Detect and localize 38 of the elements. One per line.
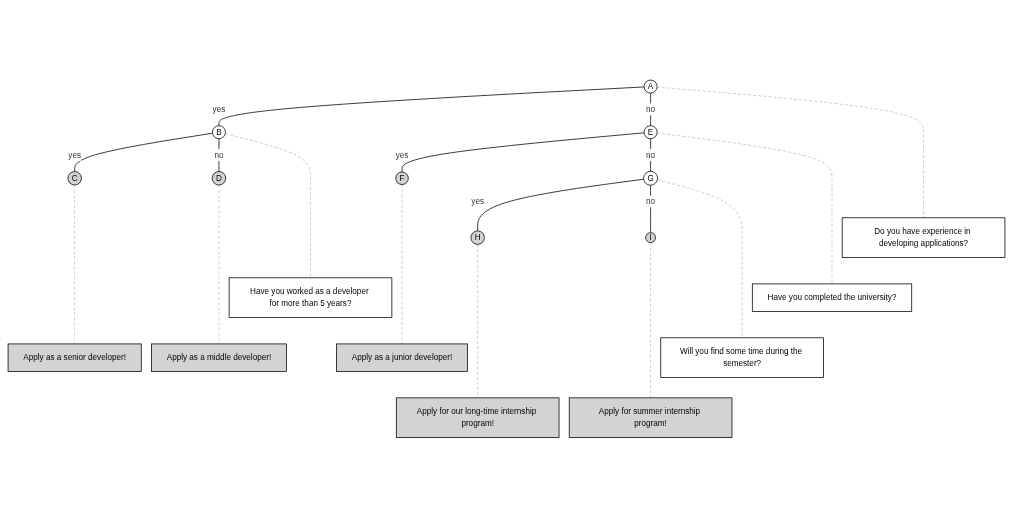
- node-circle: B: [212, 125, 226, 140]
- connector: [401, 132, 645, 173]
- node-box: Do you have experience in developing applications?: [841, 217, 1006, 259]
- edge-label: no: [646, 150, 656, 160]
- node-box: Will you find some time during the semester?: [660, 337, 824, 379]
- connector: [224, 133, 311, 279]
- node-box: Apply as a senior developer!: [7, 343, 142, 372]
- edge-label: yes: [68, 150, 82, 160]
- node-box: Apply as a junior developer!: [336, 343, 468, 372]
- node-box: Apply as a middle developer!: [151, 343, 287, 372]
- connector: [656, 132, 833, 285]
- node-circle: H: [470, 230, 485, 245]
- connector: [650, 92, 651, 127]
- node-circle: D: [211, 171, 227, 186]
- node-circle: I: [645, 232, 656, 244]
- edge-label: yes: [395, 150, 409, 160]
- node-circle: C: [67, 171, 82, 186]
- node-box: Apply for summer internship program!: [568, 397, 733, 439]
- edge-label: no: [646, 105, 656, 114]
- node-circle: E: [643, 125, 658, 140]
- node-box: Have you completed the university?: [751, 283, 913, 312]
- node-circle: G: [643, 171, 658, 186]
- connector: [74, 133, 213, 173]
- connector: [477, 179, 645, 232]
- node-box: Apply for our long-time internship program!: [395, 397, 560, 439]
- node-circle: F: [395, 171, 409, 186]
- edge-label: no: [646, 197, 656, 206]
- connector: [650, 242, 651, 399]
- edge-label: yes: [212, 105, 226, 114]
- connector: [218, 86, 645, 127]
- node-circle: A: [643, 79, 658, 94]
- connector: [650, 185, 651, 234]
- edge-label: yes: [471, 197, 484, 206]
- connector: [650, 138, 651, 172]
- connector: [656, 87, 924, 219]
- connector: [656, 179, 743, 339]
- node-box: Have you worked as a developer for more than 5 years?: [228, 277, 393, 319]
- edge-label: no: [214, 150, 224, 160]
